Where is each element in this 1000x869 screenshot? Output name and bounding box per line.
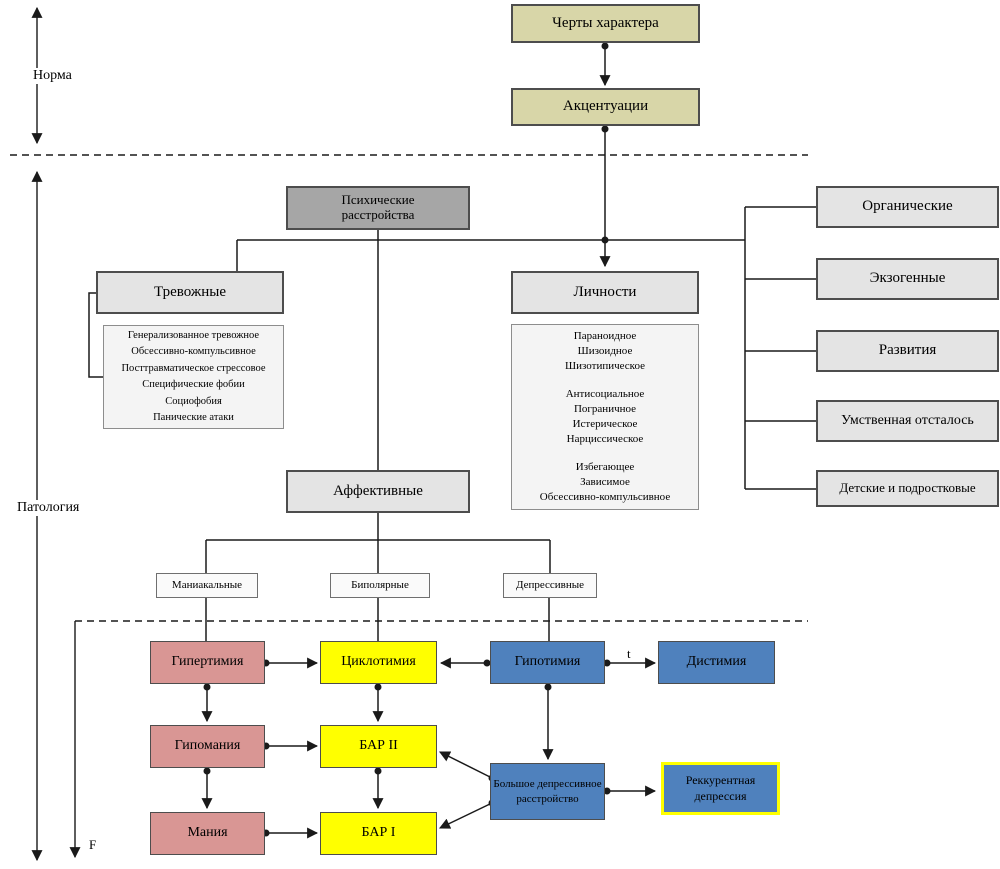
- node-character-traits: Черты характера: [511, 4, 700, 43]
- list-item: Параноидное: [573, 330, 637, 342]
- node-hypomania: Гипомания: [150, 725, 265, 768]
- personality-group-3: Избегающее Зависимое Обсессивно-компульс…: [540, 460, 670, 505]
- node-accentuations: Акцентуации: [511, 88, 700, 126]
- axis-label-f: F: [89, 837, 97, 852]
- node-depressive: Депрессивные: [503, 573, 597, 598]
- node-affective: Аффективные: [286, 470, 470, 513]
- list-item: Истерическое: [572, 418, 638, 430]
- list-item: Обсессивно-компульсивное: [131, 346, 256, 357]
- personality-subtypes-list: Параноидное Шизоидное Шизотипическое Ант…: [511, 324, 699, 510]
- anxiety-subtypes-list: Генерализованное тревожное Обсессивно-ко…: [103, 325, 284, 429]
- node-developmental: Развития: [816, 330, 999, 372]
- node-dysthymia: Дистимия: [658, 641, 775, 684]
- list-item: Посттравматическое стрессовое: [121, 362, 266, 374]
- list-item: Зависимое: [580, 476, 630, 488]
- edge-label-t: t: [627, 646, 631, 661]
- node-organic: Органические: [816, 186, 999, 228]
- list-item: Пограничное: [573, 403, 637, 415]
- list-item: Обсессивно-компульсивное: [539, 491, 671, 503]
- node-cyclothymia: Циклотимия: [320, 641, 437, 684]
- node-hypothymia: Гипотимия: [490, 641, 605, 684]
- personality-group-2: Антисоциальное Пограничное Истерическое …: [566, 387, 645, 447]
- node-recurrent-depression: Реккурентная депрессия: [661, 762, 780, 815]
- node-hyperthymia: Гипертимия: [150, 641, 265, 684]
- node-major-depressive-disorder: Большое депрессивное расстройство: [490, 763, 605, 820]
- node-anxiety: Тревожные: [96, 271, 284, 314]
- list-item: Избегающее: [575, 461, 635, 473]
- list-item: Панические атаки: [153, 412, 234, 423]
- node-mental-retardation: Умственная отсталось: [816, 400, 999, 442]
- node-manic: Маниакальные: [156, 573, 258, 598]
- node-bar-ii: БАР II: [320, 725, 437, 768]
- node-exogenous: Экзогенные: [816, 258, 999, 300]
- node-children-adolescent: Детские и подростковые: [816, 470, 999, 507]
- list-item: Социофобия: [165, 395, 222, 407]
- node-personality: Личности: [511, 271, 699, 314]
- axis-label-pathology: Патология: [14, 500, 83, 516]
- node-mania: Мания: [150, 812, 265, 855]
- list-item: Специфические фобии: [142, 379, 245, 390]
- list-item: Шизоидное: [577, 345, 633, 357]
- list-item: Шизотипическое: [565, 360, 645, 372]
- axis-label-norm: Норма: [30, 68, 75, 84]
- list-item: Антисоциальное: [565, 388, 645, 400]
- personality-group-1: Параноидное Шизоидное Шизотипическое: [565, 329, 645, 374]
- list-item: Нарциссическое: [566, 433, 644, 445]
- node-bar-i: БАР I: [320, 812, 437, 855]
- node-bipolar: Биполярные: [330, 573, 430, 598]
- flow-lines: [88, 43, 816, 839]
- node-mental-disorders: Психические расстройства: [286, 186, 470, 230]
- list-item: Генерализованное тревожное: [127, 329, 260, 341]
